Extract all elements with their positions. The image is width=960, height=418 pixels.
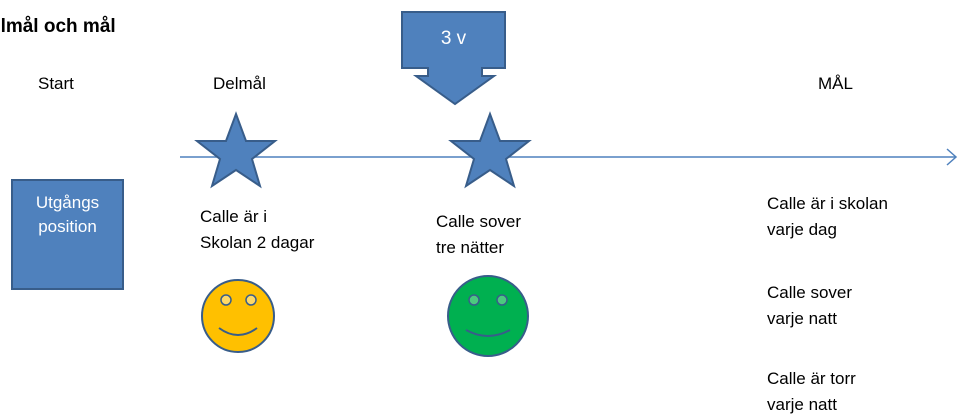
- start-box-text: Utgångs position: [35, 193, 100, 236]
- milestone-1-smiley-icon: [201, 279, 275, 353]
- page-title: elmål och mål: [0, 16, 116, 37]
- milestone-1-text: Calle är i Skolan 2 dagar: [200, 207, 315, 252]
- start-box: [11, 179, 124, 290]
- milestone-label: Delmål: [213, 74, 266, 93]
- goal-label: MÅL: [818, 74, 853, 93]
- timeline-arrowhead: [946, 148, 958, 166]
- goal-1-text: Calle är i skolan varje dag: [767, 194, 888, 239]
- milestone-2-text: Calle sover tre nätter: [436, 212, 522, 257]
- goal-2-text: Calle sover varje natt: [767, 283, 853, 328]
- start-label: Start: [38, 74, 74, 93]
- callout-down-arrow: [401, 11, 506, 106]
- milestone-2-star-icon: [448, 111, 532, 189]
- milestone-2-smiley-icon: [447, 275, 529, 357]
- callout-label: 3 v: [440, 28, 467, 49]
- milestone-1-star-icon: [194, 111, 278, 189]
- goal-3-text: Calle är torr varje natt: [767, 369, 856, 414]
